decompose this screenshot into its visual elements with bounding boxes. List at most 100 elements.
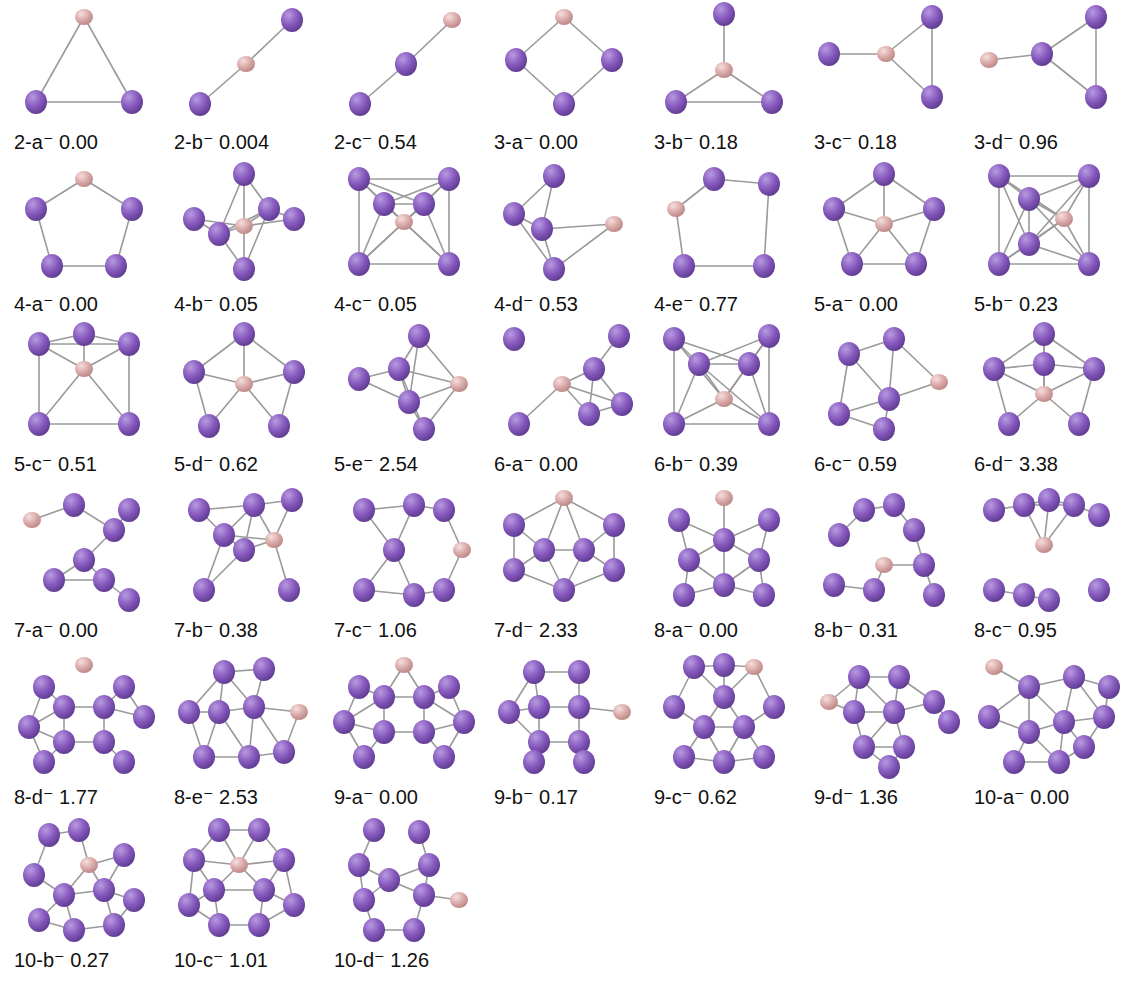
boron-atom: [80, 857, 98, 873]
sodium-atom: [278, 578, 300, 602]
boron-atom: [443, 12, 461, 28]
isomer-label: 7-a⁻ 0.00: [14, 618, 98, 642]
isomer-label: 7-d⁻ 2.33: [494, 618, 578, 642]
sodium-atom: [203, 878, 225, 902]
sodium-atom: [118, 332, 140, 356]
sodium-atom: [903, 518, 925, 542]
sodium-atom: [403, 918, 425, 942]
bond-stick: [1029, 176, 1089, 244]
sodium-atom: [828, 402, 850, 426]
isomer-label: 9-a⁻ 0.00: [334, 785, 418, 809]
sodium-atom: [178, 893, 200, 917]
bond-stick: [359, 263, 449, 265]
bond-stick: [1088, 176, 1090, 264]
bond-stick: [768, 336, 770, 424]
sodium-atom: [1038, 488, 1060, 512]
sodium-atom: [25, 197, 47, 221]
sodium-atom: [753, 254, 775, 278]
sodium-atom: [603, 558, 625, 582]
sodium-atom: [43, 568, 65, 592]
boron-atom: [23, 512, 41, 528]
sodium-atom: [93, 695, 115, 719]
isomer-label: 2-c⁻ 0.54: [334, 130, 417, 154]
sodium-atom: [248, 818, 270, 842]
sodium-atom: [1018, 720, 1040, 744]
sodium-atom: [283, 360, 305, 384]
bond-stick: [999, 263, 1089, 265]
sodium-atom: [118, 498, 140, 522]
sodium-atom: [553, 92, 575, 116]
isomer-label: 8-b⁻ 0.31: [814, 618, 898, 642]
sodium-atom: [433, 498, 455, 522]
sodium-atom: [523, 660, 545, 684]
sodium-atom: [611, 392, 633, 416]
isomer-label: 6-b⁻ 0.39: [654, 452, 738, 476]
sodium-atom: [349, 92, 371, 116]
sodium-atom: [213, 660, 235, 684]
sodium-atom: [663, 327, 685, 351]
boron-atom: [553, 376, 571, 392]
sodium-atom: [1053, 710, 1075, 734]
sodium-atom: [733, 715, 755, 739]
boron-atom: [877, 46, 895, 62]
sodium-atom: [988, 252, 1010, 276]
isomer-label: 8-c⁻ 0.95: [974, 618, 1057, 642]
sodium-atom: [713, 2, 735, 26]
bond-stick: [999, 219, 1064, 264]
sodium-atom: [523, 750, 545, 774]
sodium-atom: [28, 332, 50, 356]
sodium-atom: [673, 583, 695, 607]
sodium-atom: [208, 700, 230, 724]
sodium-atom: [713, 573, 735, 597]
sodium-atom: [921, 85, 943, 109]
sodium-atom: [761, 90, 783, 114]
sodium-atom: [188, 498, 210, 522]
sodium-atom: [93, 878, 115, 902]
sodium-atom: [118, 412, 140, 436]
sodium-atom: [1018, 232, 1040, 256]
sodium-atom: [988, 164, 1010, 188]
sodium-atom: [183, 848, 205, 872]
sodium-atom: [438, 252, 460, 276]
sodium-atom: [403, 493, 425, 517]
boron-atom: [667, 201, 685, 217]
isomer-label: 8-e⁻ 2.53: [174, 785, 258, 809]
isomer-label: 4-e⁻ 0.77: [654, 292, 738, 316]
sodium-atom: [183, 360, 205, 384]
isomer-label: 4-a⁻ 0.00: [14, 292, 98, 316]
boron-atom: [235, 376, 253, 392]
sodium-atom: [841, 252, 863, 276]
bond-stick: [674, 423, 769, 425]
sodium-atom: [1033, 322, 1055, 346]
bond-stick: [699, 364, 769, 424]
sodium-atom: [703, 167, 725, 191]
sodium-atom: [333, 710, 355, 734]
sodium-atom: [121, 197, 143, 221]
sodium-atom: [753, 745, 775, 769]
bond-stick: [359, 178, 449, 180]
boron-atom: [1055, 211, 1073, 227]
sodium-atom: [573, 538, 595, 562]
boron-atom: [820, 694, 838, 710]
bond-stick: [84, 17, 132, 102]
sodium-atom: [63, 493, 85, 517]
sodium-atom: [1033, 352, 1055, 376]
sodium-atom: [713, 685, 735, 709]
sodium-atom: [531, 217, 553, 241]
boron-atom: [930, 374, 948, 390]
boron-atom: [555, 490, 573, 506]
sodium-atom: [1078, 164, 1100, 188]
sodium-atom: [383, 538, 405, 562]
sodium-atom: [533, 538, 555, 562]
boron-atom: [265, 532, 283, 548]
sodium-atom: [208, 913, 230, 937]
sodium-atom: [1031, 42, 1053, 66]
sodium-atom: [283, 207, 305, 231]
sodium-atom: [28, 412, 50, 436]
sodium-atom: [193, 578, 215, 602]
sodium-atom: [413, 720, 435, 744]
sodium-atom: [283, 893, 305, 917]
bond-stick: [358, 179, 360, 264]
sodium-atom: [848, 665, 870, 689]
